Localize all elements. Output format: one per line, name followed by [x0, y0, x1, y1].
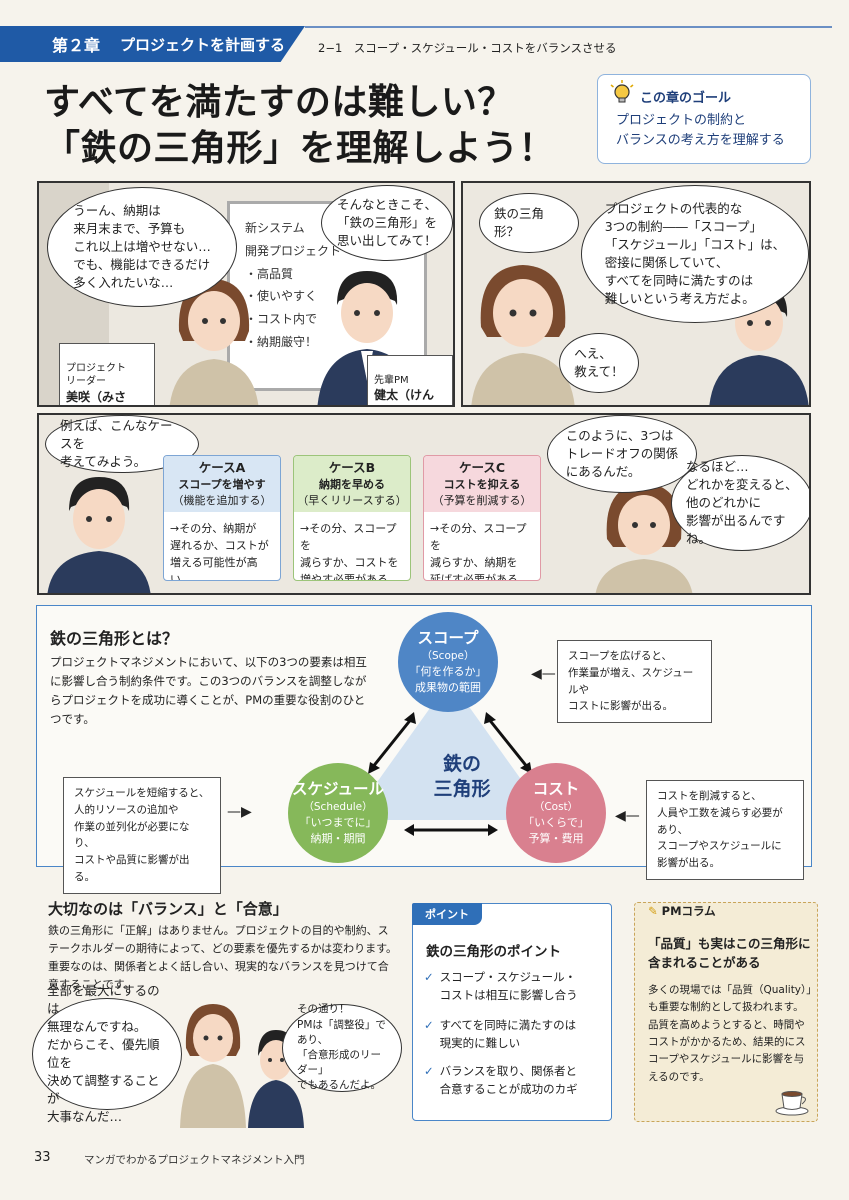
case-a-action: スコープを増やす	[178, 478, 266, 492]
check-icon: ✓	[424, 1064, 434, 1078]
chapter-goal-box: この章のゴール プロジェクトの制約と バランスの考え方を理解する	[597, 74, 811, 164]
iron-triangle-description: プロジェクトマネジメントにおいて、以下の3つの要素は相互に影響し合う制約条件です…	[50, 655, 367, 726]
iron-triangle-heading: 鉄の三角形とは？	[50, 629, 179, 648]
speech-bubble-kenta: そんなときこそ、 「鉄の三角形」を 思い出してみて！	[321, 185, 453, 261]
speech-bubble-question: 鉄の三角形？	[479, 193, 579, 253]
case-c-result: →その分、スコープを 減らすか、納期を 延ばす必要がある。	[430, 522, 529, 581]
section-label: 2−1 スコープ・スケジュール・コストをバランスさせる	[318, 41, 617, 55]
arrow-right-icon: —▶	[227, 804, 252, 820]
case-b-name: ケースB	[328, 460, 376, 475]
arrow-left-icon: ◀—	[531, 666, 556, 682]
lightbulb-icon	[610, 80, 634, 103]
misaki-figure	[471, 265, 575, 405]
speech-bubble-naruhodo: なるほど… どれかを変えると、 他のどれかに 影響が出るんですね。	[671, 455, 809, 551]
whiteboard-text: 新システム 開発プロジェクト ・高品質 ・使いやすく ・コスト内で ・納期厳守！	[245, 221, 342, 349]
pm-column-heading: 「品質」も実はこの三角形に含まれることがある	[648, 936, 811, 971]
point-tag: ポイント	[412, 903, 482, 925]
point-heading: 鉄の三角形のポイント	[426, 944, 561, 960]
misaki-figure	[180, 1004, 246, 1128]
case-a-detail: （機能を追加する）	[172, 494, 272, 508]
goal-label: この章のゴール	[640, 91, 732, 106]
case-b-action: 納期を早める	[319, 478, 385, 492]
arrowhead-icon	[484, 712, 496, 724]
kenta-figure	[47, 477, 151, 593]
note-schedule: スケジュールを短縮すると、 人的リソースの追加や 作業の並列化が必要になり、 コ…	[63, 777, 221, 894]
case-c-box: ケースC コストを抑える （予算を削減する） →その分、スコープを 減らすか、納…	[423, 455, 541, 581]
arrow-left-icon: ◀—	[615, 808, 640, 824]
manga-panel-3: 例えば、こんなケースを 考えてみよう。 このように、3つは トレードオフの関係 …	[37, 413, 811, 595]
cost-circle: コスト （Cost） 「いくらで」 予算・費用	[506, 763, 606, 863]
point-item: ✓スコープ・スケジュール・ コストは相互に影響し合う	[424, 970, 578, 1003]
speech-bubble-misaki: うーん、納期は 来月末まで、予算も これ以上は増やせない… でも、機能はできるだ…	[47, 187, 237, 307]
point-item: ✓バランスを取り、関係者と 合意することが成功のカギ	[424, 1064, 578, 1097]
title-line-1: すべてを満たすのは難しい？	[44, 82, 514, 123]
speech-bubble-hee: へえ、 教えて！	[559, 333, 639, 393]
pm-column-tag: ✎ PMコラム	[648, 904, 716, 918]
speech-bubble-explain: プロジェクトの代表的な 3つの制約――「スコープ」 「スケジュール」「コスト」は…	[581, 185, 809, 323]
arrowhead-icon	[368, 762, 380, 774]
check-icon: ✓	[424, 1018, 434, 1032]
case-c-name: ケースC	[458, 460, 506, 475]
case-b-box: ケースB 納期を早める （早くリリースする） →その分、スコープを 減らすか、コ…	[293, 455, 411, 581]
book-title: マンガでわかるプロジェクトマネジメント入門	[84, 1154, 305, 1166]
chapter-tab: 第２章 プロジェクトを計画する	[0, 26, 305, 62]
case-a-result: →その分、納期が 遅れるか、コストが 増える可能性が高い。	[170, 522, 269, 581]
check-icon: ✓	[424, 970, 434, 984]
case-b-result: →その分、スコープを 減らすか、コストを 増やす必要がある。	[300, 522, 399, 581]
header-rule	[305, 26, 832, 28]
manga-panel-2: 鉄の三角形？ プロジェクトの代表的な 3つの制約――「スコープ」 「スケジュール…	[461, 181, 811, 407]
arrowhead-icon	[488, 824, 498, 836]
title-line-2: 「鉄の三角形」を理解しよう！	[44, 127, 556, 169]
pencil-icon: ✎	[648, 904, 658, 918]
arrowhead-icon	[404, 824, 414, 836]
manga-panel-1: 新システム 開発プロジェクト ・高品質 ・使いやすく ・コスト内で ・納期厳守！…	[37, 181, 455, 407]
case-a-name: ケースA	[198, 460, 246, 475]
triangle-center-label: 鉄の 三角形	[433, 753, 491, 800]
triangle-diagram	[350, 680, 550, 836]
goal-text: プロジェクトの制約と バランスの考え方を理解する	[616, 113, 785, 148]
note-cost: コストを削減すると、 人員や工数を減らす必要があり、 スコープやスケジュールに …	[646, 780, 804, 880]
coffee-cup-icon	[775, 1091, 809, 1116]
pm-column-text: 多くの現場では「品質（Quality）」も重要な制約として扱われます。品質を高め…	[648, 984, 812, 1083]
arrow-scope-schedule	[370, 717, 414, 769]
page-title: すべてを満たすのは難しい？ 「鉄の三角形」を理解しよう！	[44, 80, 555, 171]
chapter-number: 第２章	[52, 36, 101, 55]
center-triangle-shape	[350, 680, 550, 820]
note-scope: スコープを広げると、 作業量が増え、スケジュールや コストに影響が出る。	[557, 640, 712, 724]
chapter-title: プロジェクトを計画する	[120, 35, 286, 54]
speech-bubble-kenta-bottom: その通り！ PMは「調整役」であり、 「合意形成のリーダー」 でもあるんだよ。	[282, 1003, 402, 1092]
arrowhead-icon	[404, 712, 416, 724]
case-b-detail: （早くリリースする）	[297, 494, 407, 508]
point-item: ✓すべてを同時に満たすのは 現実的に難しい	[424, 1018, 577, 1051]
case-c-detail: （予算を削減する）	[432, 494, 532, 508]
speech-bubble-case: 例えば、こんなケースを 考えてみよう。	[45, 415, 199, 473]
schedule-circle: スケジュール （Schedule） 「いつまでに」 納期・期間	[288, 763, 388, 863]
balance-text: 鉄の三角形に「正解」はありません。プロジェクトの目的や制約、ステークホルダーの期…	[48, 924, 398, 992]
misaki-figure	[595, 483, 693, 593]
case-c-action: コストを抑える	[443, 478, 521, 492]
balance-heading: 大切なのは「バランス」と「合意」	[48, 900, 288, 918]
page-number: 33	[34, 1150, 51, 1165]
point-box	[412, 903, 612, 1121]
scope-circle: スコープ （Scope） 「何を作るか」 成果物の範囲	[398, 612, 498, 712]
case-a-box: ケースA スコープを増やす （機能を追加する） →その分、納期が 遅れるか、コス…	[163, 455, 281, 581]
pm-column-box	[634, 902, 818, 1122]
arrow-scope-cost	[486, 717, 530, 769]
speech-bubble-tradeoff: このように、3つは トレードオフの関係 にあるんだ。	[547, 415, 697, 493]
speech-bubble-misaki-bottom: 全部を最大にするのは 無理なんですね。 だからこそ、優先順位を 決めて調整するこ…	[32, 983, 182, 1124]
